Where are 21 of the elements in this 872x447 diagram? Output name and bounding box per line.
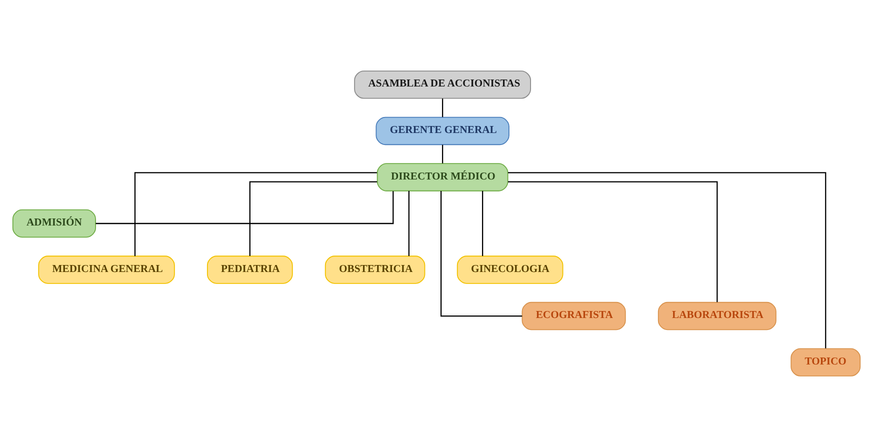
node-box: GERENTE GENERAL: [375, 116, 509, 146]
node-box: ADMISIÓN: [12, 209, 96, 238]
connector: [482, 190, 483, 256]
node-box: GINECOLOGIA: [456, 256, 563, 284]
node-box: TOPICO: [790, 348, 860, 376]
node-box: MEDICINA GENERAL: [38, 256, 174, 284]
node-box: ECOGRAFISTA: [521, 302, 626, 330]
node-box: LABORATORISTA: [657, 302, 776, 330]
node-box: PEDIATRIA: [206, 256, 292, 284]
connector: [248, 181, 377, 256]
connector: [440, 191, 522, 317]
node-box: ASAMBLEA DE ACCIONISTAS: [354, 70, 531, 99]
connector: [507, 172, 826, 348]
connector: [442, 98, 443, 118]
connector: [134, 172, 376, 256]
node-box: OBSTETRICIA: [324, 256, 425, 284]
connector: [508, 181, 718, 302]
connector: [442, 144, 443, 164]
connector: [95, 191, 394, 224]
node-box: DIRECTOR MÉDICO: [376, 163, 508, 192]
connector: [408, 190, 409, 256]
